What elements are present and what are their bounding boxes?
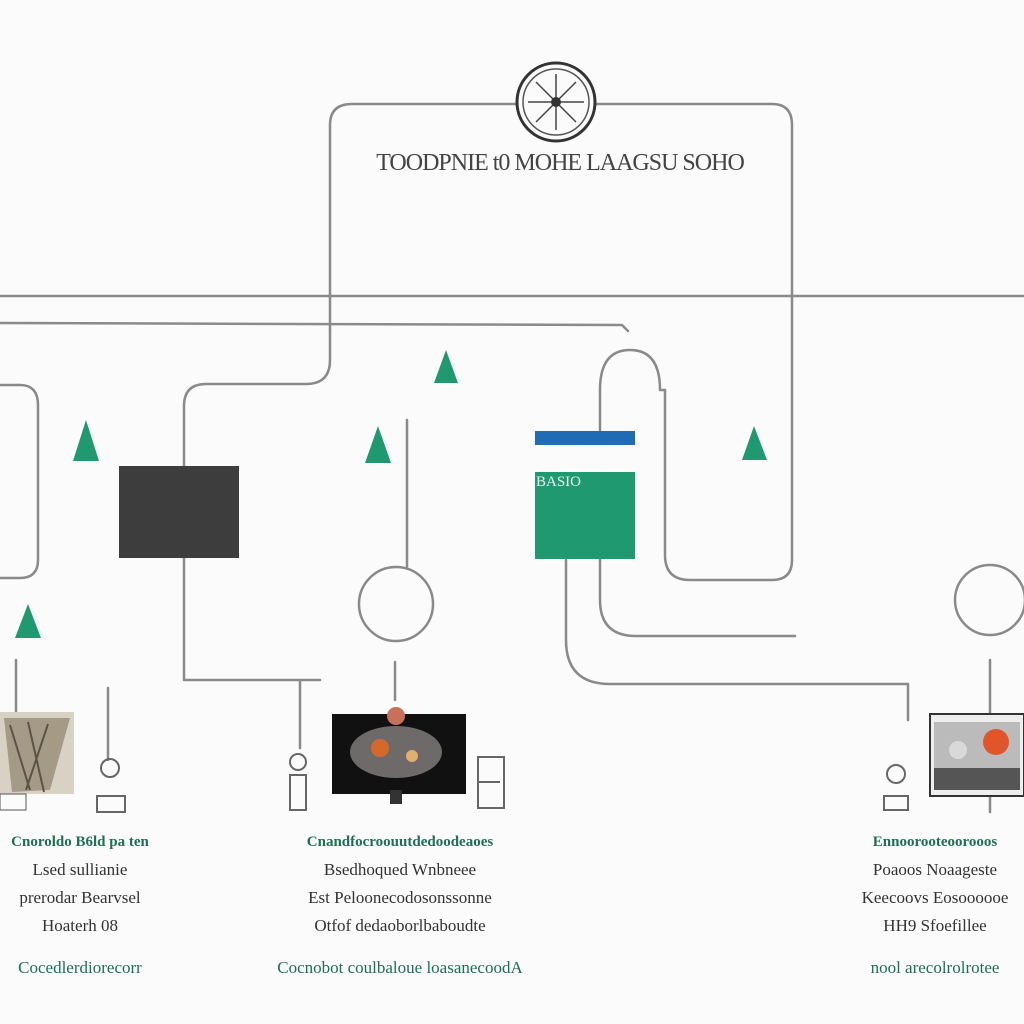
title-frame <box>328 102 794 582</box>
caption-left: Cnoroldo B6ld pa ten Lsed sullianie prer… <box>0 828 180 982</box>
caption-line: Bsedhoqued Wnbneee <box>323 860 477 879</box>
photo-thumbnail-icon <box>332 707 466 804</box>
caption-line: Keecoovs Eosoooooe <box>861 888 1009 907</box>
small-glyphs <box>96 753 909 813</box>
caption-heading: Cnandfocroouutdedoodeaoes <box>306 834 494 850</box>
right-lower-loop <box>598 558 797 638</box>
caption-line: HH9 Sfoefillee <box>883 916 987 935</box>
triangle-markers <box>15 350 767 638</box>
clock-icon <box>515 61 597 143</box>
caption-line: Otfof dedaoborlbaboudte <box>314 916 486 935</box>
caption-line: Est Peloonecodosonssonne <box>308 888 492 907</box>
photo-thumbnail-icon <box>0 712 74 811</box>
triangle-marker-icon <box>15 604 41 638</box>
caption-heading: Ennoorooteoorooos <box>872 834 998 850</box>
green-block-label: BASIO <box>536 474 582 490</box>
diagram-title: TOODPNIE t0 MOHE LAAGSU SOHO <box>376 150 745 176</box>
caption-line: prerodar Bearvsel <box>19 888 141 907</box>
right-node <box>953 563 1024 637</box>
left-connector <box>182 328 332 682</box>
caption-line: Lsed sullianie <box>32 860 128 879</box>
green-block <box>535 472 635 559</box>
triangle-marker-icon <box>365 426 391 463</box>
triangle-marker-icon <box>742 426 767 460</box>
center-node <box>357 565 435 643</box>
photo-thumbnail-icon <box>929 713 1024 797</box>
blue-bar <box>535 431 635 445</box>
caption-footer: Cocnobot coulbaloue loasanecoodA <box>277 958 523 977</box>
left-loop <box>0 383 40 580</box>
caption-heading: Cnoroldo B6ld pa ten <box>11 834 149 850</box>
bottom-connector <box>564 558 910 722</box>
caption-middle: Cnandfocroouutdedoodeaoes Bsedhoqued Wnb… <box>240 828 560 982</box>
caption-line: Hoaterh 08 <box>41 916 118 935</box>
second-rail <box>0 321 630 333</box>
triangle-marker-icon <box>434 350 458 383</box>
caption-right: Ennoorooteoorooos Poaoos Noaageste Keeco… <box>830 828 1024 982</box>
dark-block <box>119 466 239 558</box>
caption-footer: nool arecolrolrotee <box>870 958 1000 977</box>
triangle-marker-icon <box>73 420 99 461</box>
right-loop <box>598 348 667 432</box>
caption-line: Poaoos Noaageste <box>872 860 998 879</box>
caption-footer: Cocedlerdiorecorr <box>18 958 142 977</box>
